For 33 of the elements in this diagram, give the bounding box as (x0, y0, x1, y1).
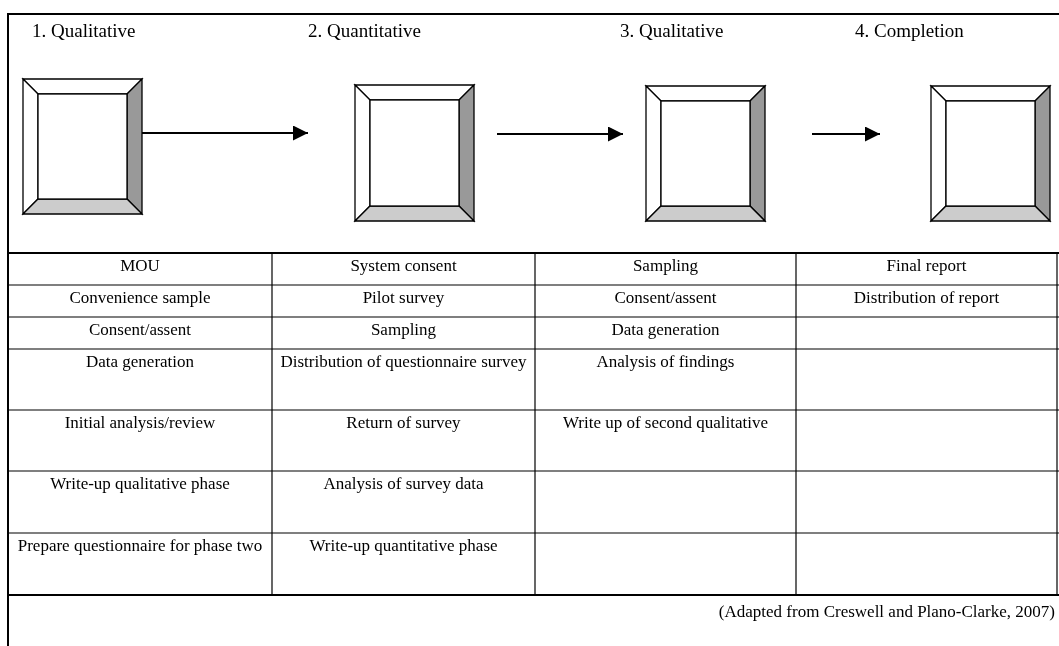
table-cell-text: Sampling (631, 255, 700, 276)
phase-heading: 2. Quantitative (308, 20, 421, 42)
table-cell-text: Data generation (84, 351, 196, 372)
table-cell-text: Final report (885, 255, 968, 276)
table-cell-text: Consent/assent (88, 319, 192, 340)
beveled-box (23, 79, 142, 214)
arrow (141, 125, 309, 141)
table-cell-text: Distribution of questionnaire survey (279, 351, 528, 372)
source-caption: (Adapted from Creswell and Plano-Clarke, 2007) (718, 602, 1055, 622)
table-cell-text: Initial analysis/review (63, 412, 217, 433)
table-cell-text: Write-up quantitative phase (308, 535, 499, 556)
table-cell-text: Data generation (610, 319, 721, 340)
table-cell-text: Consent/assent (613, 287, 718, 308)
phase-heading: 3. Qualitative (620, 20, 724, 42)
table-cell-text: Distribution of report (852, 287, 1001, 308)
table-cell-text: MOU (119, 255, 161, 276)
table-cell-text: Pilot survey (361, 287, 446, 308)
beveled-box (355, 85, 474, 221)
table-cell-text: Write-up qualitative phase (49, 473, 231, 494)
table-cell-text: Analysis of findings (595, 351, 736, 372)
phase-heading: 4. Completion (855, 20, 964, 42)
arrow (496, 126, 624, 142)
beveled-box (646, 86, 765, 221)
arrow (811, 126, 881, 142)
table-cell-text: Convenience sample (68, 287, 212, 308)
table-cell-text: Analysis of survey data (322, 473, 485, 494)
table-cell-text: Write up of second qualitative (561, 412, 770, 433)
table-cell-text: Return of survey (345, 412, 462, 433)
table-cell-text: System consent (349, 255, 458, 276)
beveled-box (931, 86, 1050, 221)
phase-heading: 1. Qualitative (32, 20, 136, 42)
table-cell-text: Sampling (369, 319, 438, 340)
table-cell-text: Prepare questionnaire for phase two (16, 535, 264, 556)
